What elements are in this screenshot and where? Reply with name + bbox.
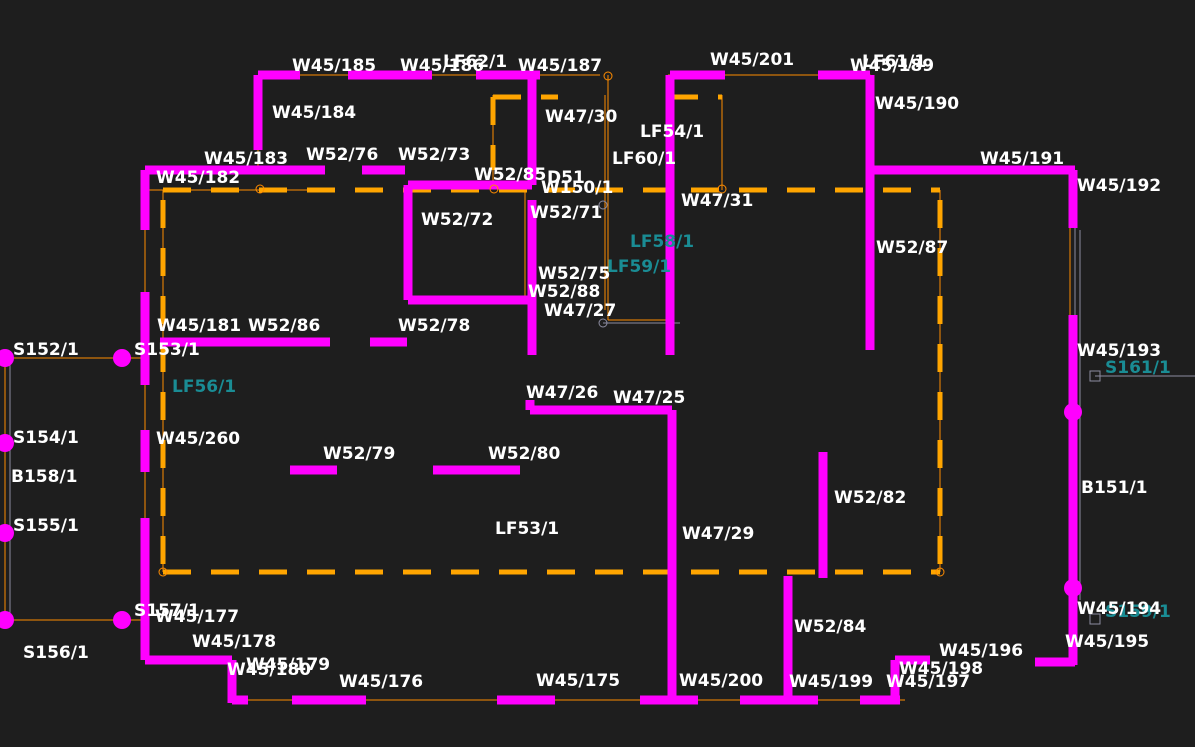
label-lf58-1: LF58/1: [630, 232, 694, 252]
label-w52-80: W52/80: [488, 444, 560, 464]
label-lf59-1: LF59/1: [607, 257, 671, 277]
label-w47-25: W47/25: [613, 388, 685, 408]
label-w45-196: W45/196: [939, 641, 1023, 661]
label-s154-1: S154/1: [13, 428, 79, 448]
label-lf54-1: LF54/1: [640, 122, 704, 142]
label-w52-86: W52/86: [248, 316, 320, 336]
label-w52-84: W52/84: [794, 617, 866, 637]
label-w45-186: W45/186: [400, 56, 484, 76]
label-w45-187: W45/187: [518, 56, 602, 76]
label-w45-182: W45/182: [156, 168, 240, 188]
label-w45-201: W45/201: [710, 50, 794, 70]
magenta-walls: [140, 70, 1078, 705]
label-w52-88: W52/88: [528, 282, 600, 302]
label-w52-76: W52/76: [306, 145, 378, 165]
label-w45-184: W45/184: [272, 103, 356, 123]
label-s153-1: S153/1: [134, 340, 200, 360]
label-w45-200: W45/200: [679, 671, 763, 691]
label-w52-87: W52/87: [876, 238, 948, 258]
label-w52-71: W52/71: [530, 203, 602, 223]
label-w45-178: W45/178: [192, 632, 276, 652]
dashed-walls: [160, 94, 943, 575]
label-w52-78: W52/78: [398, 316, 470, 336]
label-w45-176: W45/176: [339, 672, 423, 692]
label-w45-181: W45/181: [157, 316, 241, 336]
label-w45-183: W45/183: [204, 149, 288, 169]
label-w47-31: W47/31: [681, 191, 753, 211]
node-markers: [158, 71, 1101, 625]
label-b151-1: B151/1: [1081, 478, 1147, 498]
label-w45-260: W45/260: [156, 429, 240, 449]
label-s159-1: S159/1: [1105, 602, 1171, 622]
element-labels: W45/185 W45/186 LF62/1 W45/187 W45/201 L…: [11, 50, 1171, 692]
label-s161-1: S161/1: [1105, 358, 1171, 378]
label-w52-79: W52/79: [323, 444, 395, 464]
label-w45-191: W45/191: [980, 149, 1064, 169]
label-w52-85: W52/85: [474, 165, 546, 185]
label-lf60-1: LF60/1: [612, 149, 676, 169]
label-w47-30: W47/30: [545, 107, 617, 127]
label-lf56-1: LF56/1: [172, 377, 236, 397]
label-w52-75: W52/75: [538, 264, 610, 284]
label-w52-82: W52/82: [834, 488, 906, 508]
label-w45-185: W45/185: [292, 56, 376, 76]
label-lf61-1: LF61/1: [862, 52, 926, 72]
label-lf62-1: LF62/1: [443, 52, 507, 72]
label-s152-1: S152/1: [13, 340, 79, 360]
label-lf53-1: LF53/1: [495, 519, 559, 539]
label-w45-180: W45/180: [227, 660, 311, 680]
label-w150-1: W150/1: [541, 178, 613, 198]
label-s157-1: S157/1: [134, 601, 200, 621]
label-w45-189: W45/189: [850, 56, 934, 76]
label-w45-199: W45/199: [789, 672, 873, 692]
label-w45-197: W45/197: [886, 672, 970, 692]
label-w47-26: W47/26: [526, 383, 598, 403]
label-w45-190: W45/190: [875, 94, 959, 114]
label-w45-179: W45/179: [246, 655, 330, 675]
label-w47-27: W47/27: [544, 301, 616, 321]
label-d51: D51: [547, 168, 585, 188]
label-w45-175: W45/175: [536, 671, 620, 691]
label-w45-193: W45/193: [1077, 341, 1161, 361]
label-w47-29: W47/29: [682, 524, 754, 544]
label-w52-72: W52/72: [421, 210, 493, 230]
label-w45-198: W45/198: [899, 659, 983, 679]
label-w45-194: W45/194: [1077, 599, 1161, 619]
label-s155-1: S155/1: [13, 516, 79, 536]
label-s156-1: S156/1: [23, 643, 89, 663]
label-w52-73: W52/73: [398, 145, 470, 165]
label-w45-195: W45/195: [1065, 632, 1149, 652]
label-w45-192: W45/192: [1077, 176, 1161, 196]
label-b158-1: B158/1: [11, 467, 77, 487]
label-w45-177: W45/177: [155, 607, 239, 627]
column-dots: [0, 349, 1082, 629]
